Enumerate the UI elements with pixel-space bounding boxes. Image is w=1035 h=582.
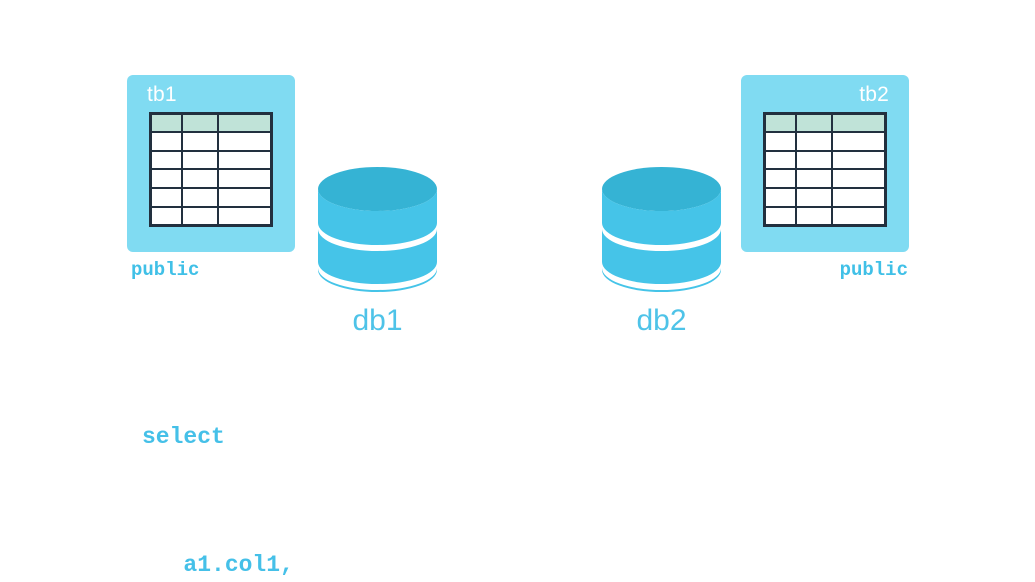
sql-line-2: a1.col1, [142, 552, 294, 578]
table-row [763, 112, 887, 134]
schema-panel-tb2: tb2 [741, 75, 909, 252]
table-row [763, 149, 887, 171]
table-row [149, 149, 273, 171]
table-title-tb1: tb1 [147, 83, 177, 106]
table-row [149, 131, 273, 152]
table-grid-tb2 [763, 112, 887, 227]
schema-panel-tb1: tb1 [127, 75, 295, 252]
table-title-tb2: tb2 [859, 83, 889, 106]
table-row [763, 205, 887, 227]
table-row [763, 187, 887, 208]
table-row [149, 112, 273, 134]
table-row [763, 168, 887, 190]
database-label-db2: db2 [636, 304, 687, 337]
table-row [763, 131, 887, 152]
sql-line-1: select [142, 424, 225, 450]
schema-label-public-right: public [839, 259, 908, 281]
database-cylinder-icon [318, 167, 437, 292]
table-row [149, 168, 273, 190]
database-cylinder-icon [602, 167, 721, 292]
database-label-db1: db1 [352, 304, 403, 337]
table-row [149, 187, 273, 208]
table-row [149, 205, 273, 227]
database-group-db2: db2 [602, 167, 721, 336]
sql-query-block: select a1.col1, a2.col2 as total, from d… [142, 357, 708, 582]
table-grid-tb1 [149, 112, 273, 227]
schema-label-public-left: public [131, 259, 200, 281]
database-group-db1: db1 [318, 167, 437, 336]
